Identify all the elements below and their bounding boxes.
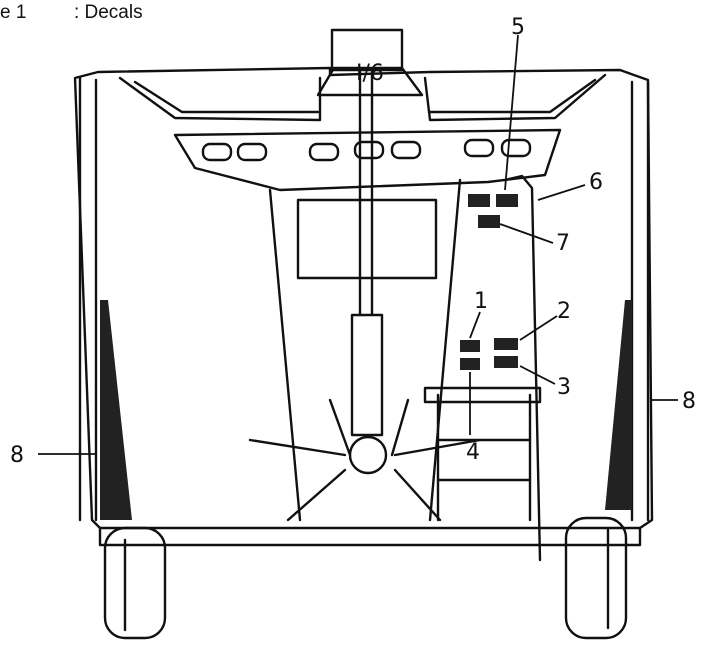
right-side-post — [630, 80, 650, 522]
mast-housing — [330, 28, 404, 72]
leader-1 — [469, 311, 481, 339]
caption-title: Decals — [84, 2, 143, 23]
right-wheel — [564, 516, 628, 640]
top-hood — [118, 73, 607, 122]
light-2 — [236, 142, 268, 162]
leader-5 — [504, 34, 519, 191]
figure-number: e 1 — [0, 2, 27, 23]
right-reflector-strip — [605, 300, 632, 510]
mast-housing-base — [316, 66, 424, 97]
light-3 — [308, 142, 340, 162]
light-4 — [353, 140, 385, 160]
callout-8-right: 8 — [682, 389, 696, 414]
callout-2: 2 — [557, 299, 571, 324]
leader-3 — [519, 365, 556, 385]
leader-2 — [519, 315, 558, 341]
rear-window — [296, 198, 438, 280]
ladder-rails — [436, 393, 532, 522]
callout-8-left: 8 — [10, 443, 24, 468]
stand-legs — [248, 398, 482, 522]
light-5 — [390, 140, 422, 160]
light-1 — [201, 142, 233, 162]
decal-5a — [468, 194, 490, 207]
central-mast — [358, 70, 374, 317]
mast-cylinder — [350, 313, 384, 437]
left-reflector-strip — [100, 300, 132, 520]
decal-1 — [460, 340, 480, 352]
body-outline — [73, 66, 654, 530]
ladder-rungs — [436, 438, 532, 482]
left-side-post — [78, 76, 98, 522]
leader-7 — [499, 223, 554, 244]
callout-3: 3 — [557, 375, 571, 400]
decal-7 — [478, 215, 500, 228]
decal-5b — [496, 194, 518, 207]
light-6 — [463, 138, 495, 158]
bottom-frame — [98, 526, 642, 547]
mast-lettering: I/6 — [356, 61, 384, 86]
callout-1: 1 — [474, 289, 488, 314]
caption-separator: : — [73, 2, 80, 23]
stand-hub — [348, 435, 388, 475]
ladder-platform — [423, 386, 542, 404]
figure-caption: e 1 : Decals — [0, 2, 143, 24]
callout-6: 6 — [589, 170, 603, 195]
left-wheel — [103, 526, 167, 640]
light-7 — [500, 138, 532, 158]
leader-6 — [537, 184, 586, 201]
inner-frame — [268, 178, 462, 522]
top-hood-inner — [133, 78, 597, 114]
decal-3 — [494, 356, 518, 368]
callout-5: 5 — [511, 15, 525, 40]
callout-7: 7 — [556, 231, 570, 256]
callout-4: 4 — [466, 440, 480, 465]
decal-4 — [460, 358, 480, 370]
decal-2 — [494, 338, 518, 350]
light-bar-panel — [173, 128, 562, 192]
